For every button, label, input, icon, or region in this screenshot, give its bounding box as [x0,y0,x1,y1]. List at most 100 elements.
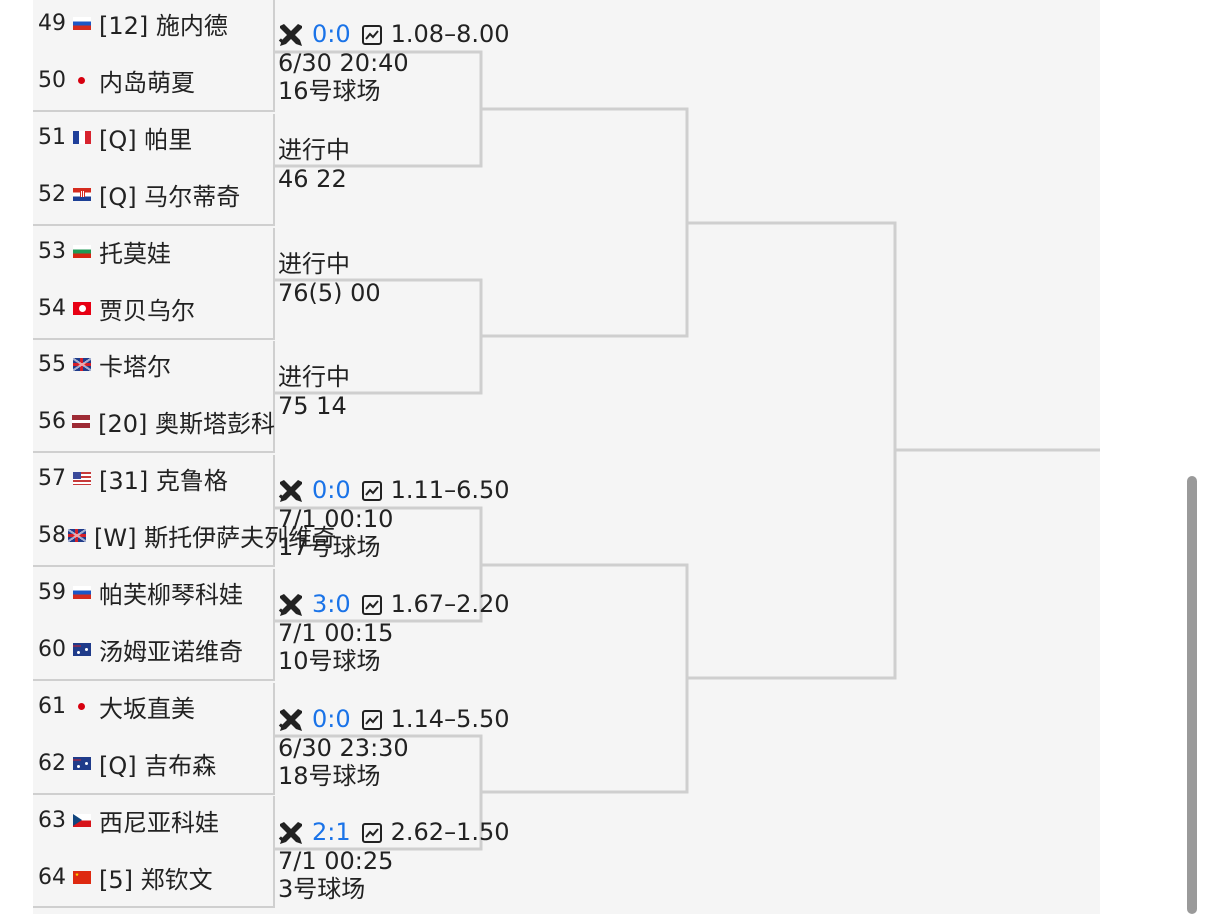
country-flag-icon [73,74,91,87]
player-row[interactable]: 56 [20] 奥斯塔彭科 [33,393,275,450]
match-odds: 1.11–6.50 [390,476,510,504]
match-time: 7/1 00:10 [278,505,394,533]
vertical-scrollbar[interactable] [1187,476,1197,914]
player-name: [Q] 吉布森 [99,751,217,780]
player-name: 帕芙柳琴科娃 [99,581,243,609]
country-flag-icon [73,586,91,599]
match-odds: 2.62–1.50 [390,818,510,846]
match-court: 17号球场 [278,533,381,561]
player-name: 西尼亚科娃 [99,808,219,837]
match-court: 16号球场 [278,77,381,105]
draw-position: 59 [38,580,66,605]
match-set-scores: 75 14 [278,392,347,420]
draw-position: 50 [38,67,66,93]
match-court: 10号球场 [278,647,381,675]
player-name: [Q] 帕里 [99,125,193,154]
crossed-swords-icon [278,593,302,616]
draw-position: 56 [38,409,66,435]
player-row[interactable]: 49 [12] 施内德 [33,0,275,52]
match-score[interactable]: 2:1 [312,818,351,846]
match-odds: 1.14–5.50 [390,705,510,733]
player-row[interactable]: 63 西尼亚科娃 [33,792,275,849]
draw-position: 63 [38,807,66,833]
player-name: 贾贝乌尔 [99,296,195,325]
draw-position: 57 [38,466,66,492]
match-score[interactable]: 3:0 [312,590,351,618]
player-row[interactable]: 64 [5] 郑钦文 [33,849,275,906]
country-flag-icon [73,700,91,713]
player-row[interactable]: 53 托莫娃 [33,223,275,280]
match-pair-box [33,227,275,340]
player-row[interactable]: 61 大坂直美 [33,678,275,735]
crossed-swords-icon [278,708,302,731]
match-status: 进行中 [278,136,350,164]
country-flag-icon [73,187,91,201]
draw-position: 58 [38,523,66,549]
country-flag-icon [73,642,91,656]
match-score[interactable]: 0:0 [312,476,351,504]
player-row[interactable]: 50 内岛萌夏 [33,52,275,109]
player-row[interactable]: 58 [W] 斯托伊萨夫列维奇 [33,507,336,564]
player-row[interactable]: 57 [31] 克鲁格 [33,450,275,507]
trend-chart-icon [361,822,382,843]
draw-position: 60 [38,636,66,662]
player-row[interactable]: 62 [Q] 吉布森 [33,735,275,792]
match-court: 18号球场 [278,762,381,790]
draw-position: 49 [38,11,66,36]
country-flag-icon [73,756,91,770]
player-row[interactable]: 51 [Q] 帕里 [33,109,275,166]
trend-chart-icon [361,24,382,45]
player-name: 卡塔尔 [99,353,171,382]
country-flag-icon [73,870,91,884]
crossed-swords-icon [278,23,302,46]
match-time: 6/30 20:40 [278,49,409,77]
player-name: [20] 奥斯塔彭科 [98,410,275,439]
match-score[interactable]: 0:0 [312,705,351,733]
country-flag-icon [72,415,91,429]
match-pair-box [33,341,275,454]
draw-position: 61 [38,693,66,719]
draw-position: 64 [38,864,66,890]
trend-chart-icon [361,480,382,501]
trend-chart-icon [361,594,382,615]
draw-position: 51 [38,124,66,150]
draw-position: 62 [38,750,66,776]
draw-position: 52 [38,181,66,207]
country-flag-icon [73,358,91,372]
match-time: 7/1 00:15 [278,619,394,647]
country-flag-icon [68,529,86,543]
draw-position: 55 [38,352,66,378]
player-name: 大坂直美 [99,694,195,723]
match-time: 6/30 23:30 [278,734,409,762]
match-status: 进行中 [278,363,350,391]
match-set-scores: 46 22 [278,165,347,193]
player-row[interactable]: 59 帕芙柳琴科娃 [33,564,275,621]
match-score[interactable]: 0:0 [312,20,351,48]
match-status: 进行中 [278,250,350,278]
player-name: [W] 斯托伊萨夫列维奇 [94,524,337,553]
player-row[interactable]: 55 卡塔尔 [33,336,275,393]
player-name: 托莫娃 [99,239,171,268]
match-odds: 1.08–8.00 [390,20,510,48]
player-name: 汤姆亚诺维奇 [99,637,243,666]
trend-chart-icon [361,709,382,730]
match-time: 7/1 00:25 [278,847,394,875]
match-court: 3号球场 [278,875,366,903]
match-pair-box [33,682,275,795]
player-row[interactable]: 52 [Q] 马尔蒂奇 [33,166,275,223]
crossed-swords-icon [278,479,302,502]
player-row[interactable]: 54 贾贝乌尔 [33,280,275,337]
player-name: [12] 施内德 [99,12,228,40]
player-row[interactable]: 60 汤姆亚诺维奇 [33,621,275,678]
country-flag-icon [73,17,91,30]
player-name: [31] 克鲁格 [99,467,228,496]
